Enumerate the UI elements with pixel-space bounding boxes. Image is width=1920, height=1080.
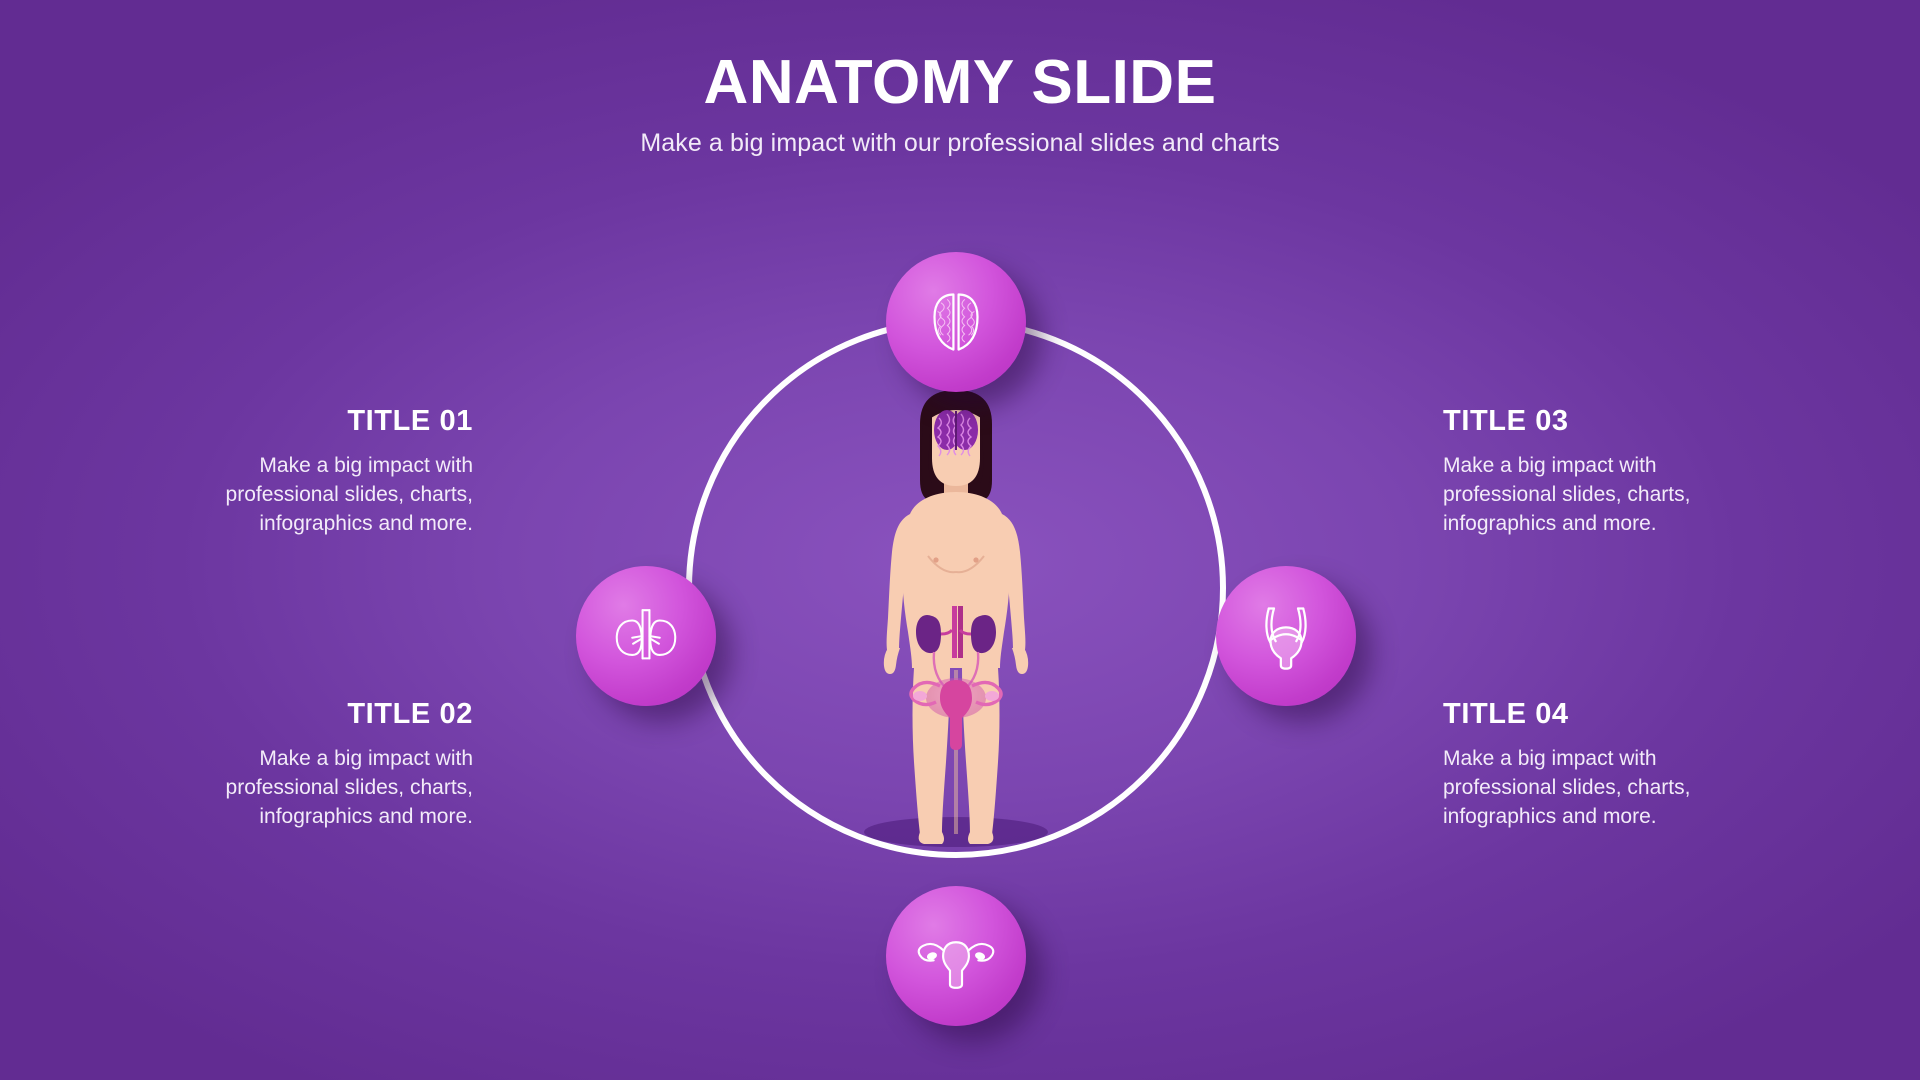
info-block-body: Make a big impact with professional slid… (225, 454, 473, 535)
info-block-title: TITLE 02 (347, 698, 473, 730)
brain-icon (933, 293, 979, 351)
info-block-title-04: TITLE 04 Make a big impact with professi… (1443, 698, 1773, 832)
info-block-title: TITLE 03 (1443, 405, 1569, 437)
info-block-body: Make a big impact with professional slid… (1443, 454, 1691, 535)
slide-header: ANATOMY SLIDE Make a big impact with our… (0, 50, 1920, 158)
uterus-icon-bubble[interactable] (886, 886, 1026, 1026)
info-block-title-03: TITLE 03 Make a big impact with professi… (1443, 405, 1773, 539)
kidneys-icon-bubble[interactable] (576, 566, 716, 706)
info-block-title: TITLE 01 (347, 405, 473, 437)
info-block-body: Make a big impact with professional slid… (1443, 747, 1691, 828)
info-block-title-02: TITLE 02 Make a big impact with professi… (143, 698, 473, 832)
uterus-icon (917, 941, 995, 989)
kidneys-icon (615, 609, 677, 660)
page-title: ANATOMY SLIDE (703, 48, 1217, 117)
info-block-title-01: TITLE 01 Make a big impact with professi… (143, 405, 473, 539)
female-body-anatomy-illustration (828, 380, 1084, 860)
bladder-icon (1265, 607, 1307, 670)
info-block-title: TITLE 04 (1443, 698, 1569, 730)
page-subtitle: Make a big impact with our professional … (640, 129, 1280, 158)
brain-icon-bubble[interactable] (886, 252, 1026, 392)
info-block-body: Make a big impact with professional slid… (225, 747, 473, 828)
bladder-icon-bubble[interactable] (1216, 566, 1356, 706)
